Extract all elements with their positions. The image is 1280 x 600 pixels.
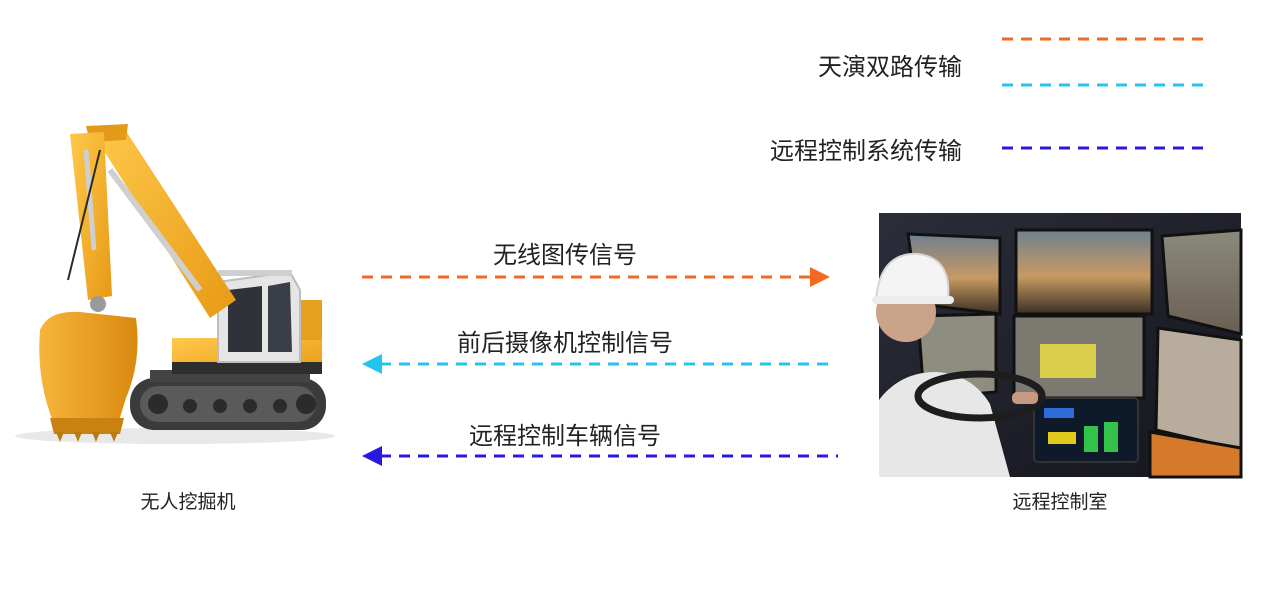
signal-label-remote-control: 远程控制车辆信号: [469, 422, 661, 450]
caption-control-room: 远程控制室: [1012, 491, 1108, 513]
signal-arrow-wireless-image: [362, 267, 830, 287]
caption-excavator: 无人挖掘机: [140, 491, 236, 513]
signal-arrow-remote-control: [362, 446, 838, 466]
arrowhead-left-icon: [362, 446, 382, 466]
excavator-image: [15, 124, 335, 444]
arrowhead-right-icon: [810, 267, 830, 287]
legend-label-remote-control-transmission: 远程控制系统传输: [770, 137, 962, 165]
signal-label-wireless-image: 无线图传信号: [493, 241, 637, 269]
legend-label-dual-transmission: 天演双路传输: [818, 53, 962, 81]
signal-arrow-camera-control: [362, 354, 832, 374]
signal-label-camera-control: 前后摄像机控制信号: [457, 329, 673, 357]
control-room-image: [872, 213, 1243, 479]
arrowhead-left-icon: [362, 354, 382, 374]
